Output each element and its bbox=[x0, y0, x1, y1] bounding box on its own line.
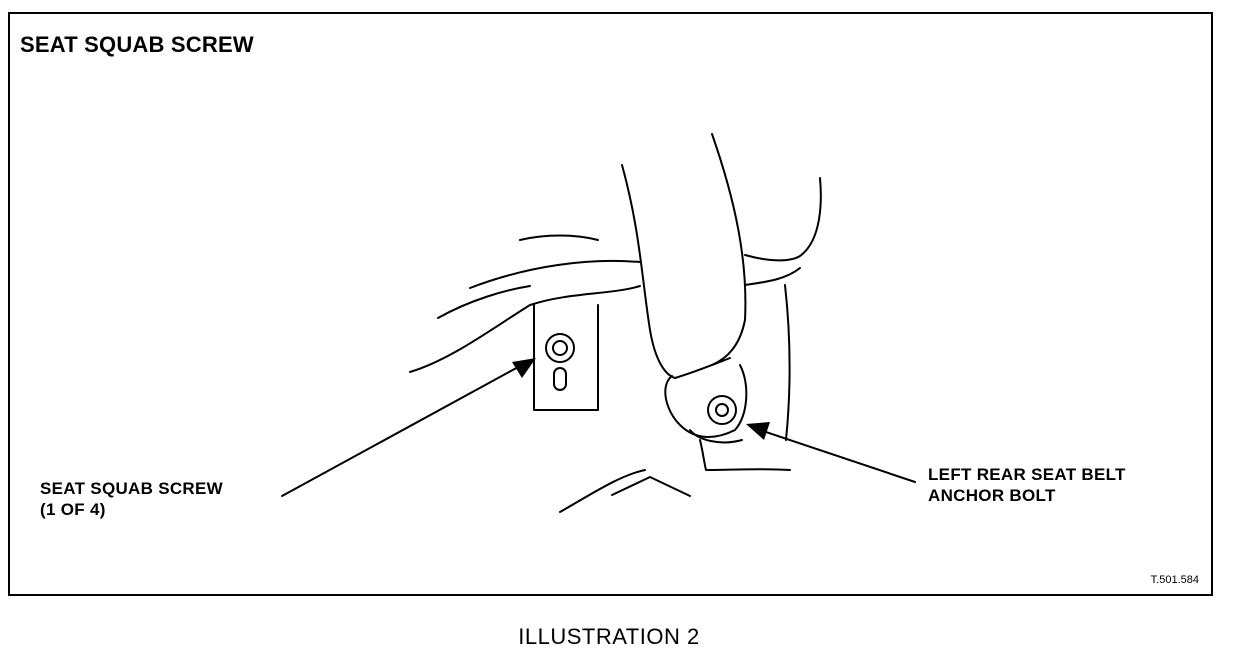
anchor-base bbox=[699, 439, 791, 471]
screw-recess bbox=[552, 340, 568, 356]
figure-title: SEAT SQUAB SCREW bbox=[20, 32, 254, 57]
belt-fold bbox=[674, 357, 731, 379]
screw-leader-line bbox=[281, 365, 521, 497]
anchor-tab bbox=[689, 429, 743, 444]
anchor-bolt bbox=[707, 395, 737, 425]
screw-callout: SEAT SQUAB SCREW (1 OF 4) bbox=[40, 478, 223, 520]
belt-webbing-right bbox=[711, 133, 747, 366]
screw-leader-arrowhead bbox=[512, 358, 536, 378]
shade-line-3 bbox=[559, 469, 646, 513]
belt-webbing-left bbox=[621, 164, 676, 379]
shade-line-2 bbox=[437, 285, 531, 319]
screw-callout-line-2: (1 OF 4) bbox=[40, 500, 106, 519]
shade-line-1 bbox=[519, 234, 599, 241]
bracket-plate bbox=[533, 304, 599, 411]
illustration-frame: SEAT SQUAB SCREW SEAT SQUAB SCREW (1 OF … bbox=[8, 12, 1213, 596]
anchor-bolt-callout-line-1: LEFT REAR SEAT BELT bbox=[928, 465, 1126, 484]
anchor-bolt-callout-line-2: ANCHOR BOLT bbox=[928, 486, 1056, 505]
seat-cushion-outline bbox=[409, 285, 641, 373]
seat-back-lower bbox=[744, 267, 801, 286]
illustration-caption: ILLUSTRATION 2 bbox=[518, 624, 700, 649]
cushion-top-line bbox=[469, 259, 641, 289]
screw-callout-line-1: SEAT SQUAB SCREW bbox=[40, 479, 223, 498]
reference-code: T.501.584 bbox=[1150, 574, 1199, 586]
screw-slot bbox=[553, 367, 567, 391]
screw-head bbox=[545, 333, 575, 363]
anchor-leader-arrowhead bbox=[746, 422, 770, 440]
anchor-leader-line bbox=[759, 429, 916, 483]
anchor-bolt-callout: LEFT REAR SEAT BELT ANCHOR BOLT bbox=[928, 464, 1126, 506]
anchor-bolt-hex bbox=[715, 403, 729, 417]
shade-line-4 bbox=[611, 476, 691, 497]
seat-back-edge bbox=[744, 177, 822, 262]
anchor-bracket bbox=[664, 364, 748, 438]
seat-side-panel bbox=[784, 284, 791, 441]
